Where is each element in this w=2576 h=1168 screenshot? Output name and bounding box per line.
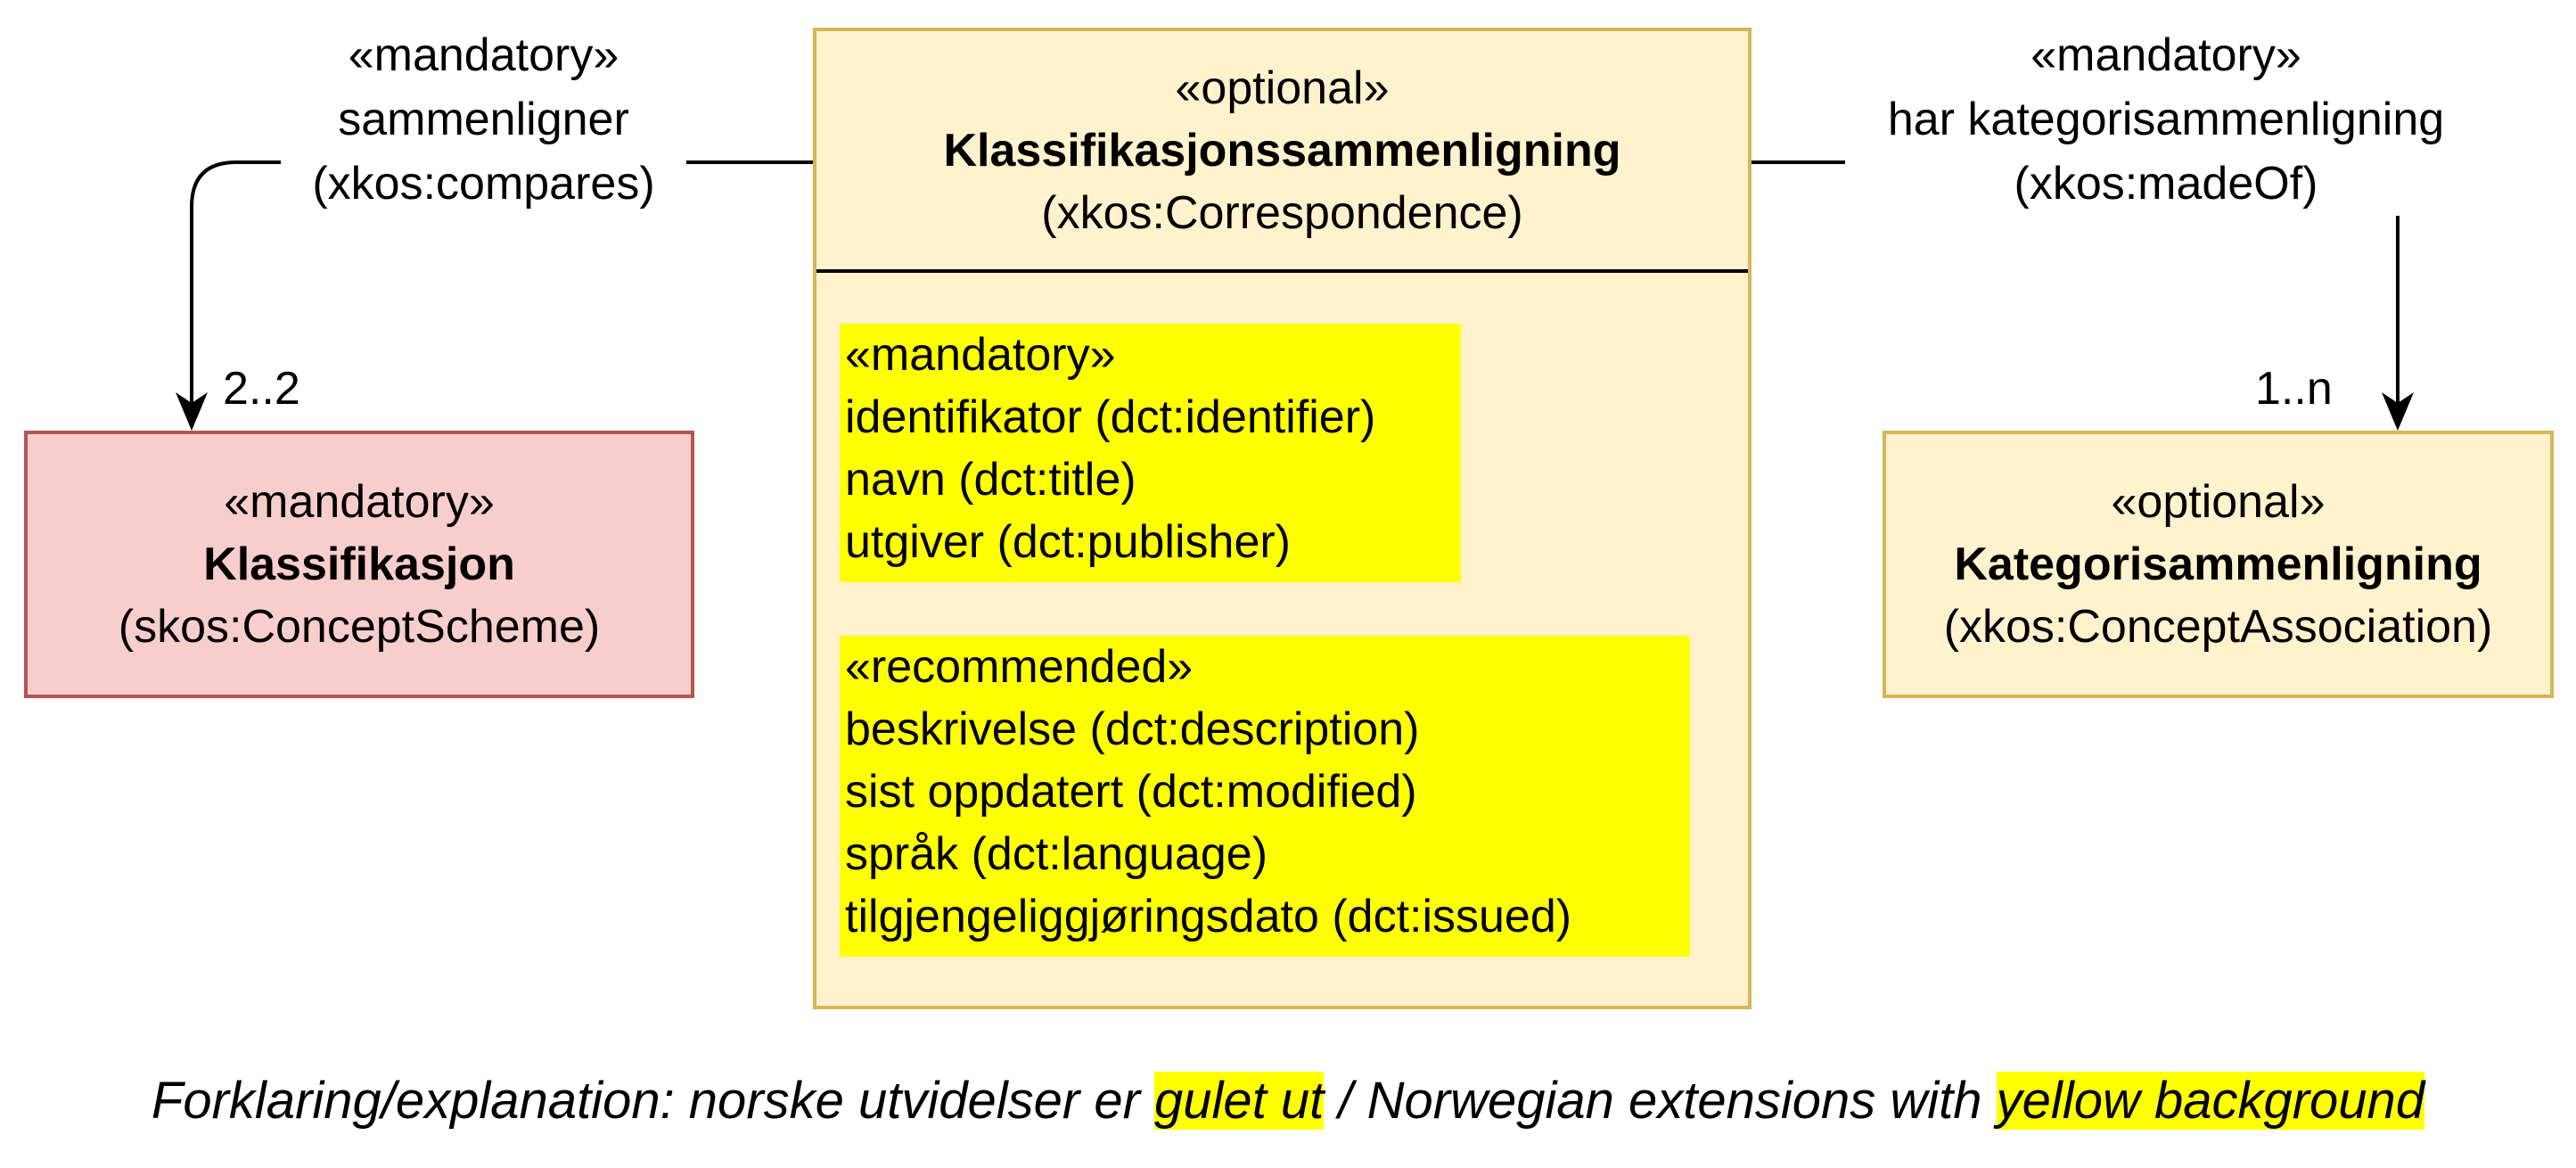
legend-highlight-norwegian: gulet ut (1154, 1072, 1325, 1130)
legend-prefix: Forklaring/explanation: norske utvidelse… (151, 1072, 1155, 1130)
mandatory-attributes-stereotype: «mandatory» (845, 329, 1116, 381)
correspondence-class: «optional» Klassifikasjonssammenligning … (813, 28, 1752, 1009)
correspondence-uri: (xkos:Correspondence) (1041, 187, 1523, 239)
mandatory-attributes: «mandatory» identifikator (dct:identifie… (840, 324, 1461, 582)
compares-uri: (xkos:compares) (312, 158, 655, 210)
legend: Forklaring/explanation: norske utvidelse… (0, 1067, 2576, 1135)
attribute-publisher: utgiver (dct:publisher) (845, 516, 1291, 568)
made-of-uri: (xkos:madeOf) (2014, 158, 2318, 210)
compares-multiplicity: 2..2 (223, 363, 300, 415)
compares-connector (190, 160, 813, 423)
correspondence-name: Klassifikasjonssammenligning (943, 125, 1621, 177)
compares-arrowhead (176, 392, 208, 431)
compares-label: «mandatory» sammenligner (xkos:compares) (281, 23, 686, 216)
attribute-identifier: identifikator (dct:identifier) (845, 391, 1376, 443)
correspondence-header: «optional» Klassifikasjonssammenligning … (816, 31, 1748, 270)
attribute-modified: sist oppdatert (dct:modified) (845, 766, 1417, 818)
concept-association-stereotype: «optional» (2111, 476, 2326, 528)
correspondence-stereotype: «optional» (1175, 62, 1390, 114)
class-divider (816, 269, 1748, 273)
attribute-language: språk (dct:language) (845, 828, 1268, 880)
classification-stereotype: «mandatory» (224, 476, 495, 528)
concept-association-name: Kategorisammenligning (1954, 539, 2482, 590)
made-of-arrowhead (2382, 392, 2414, 431)
legend-highlight-english: yellow background (1996, 1072, 2425, 1130)
classification-class: «mandatory» Klassifikasjon (skos:Concept… (24, 431, 694, 698)
recommended-attributes: «recommended» beskrivelse (dct:descripti… (840, 636, 1690, 957)
legend-middle: / Norwegian extensions with (1324, 1072, 1997, 1130)
classification-uri: (skos:ConceptScheme) (118, 601, 601, 653)
compares-stereotype: «mandatory» (348, 29, 619, 81)
attribute-issued: tilgjengeliggjøringsdato (dct:issued) (845, 891, 1572, 942)
concept-association-class: «optional» Kategorisammenligning (xkos:C… (1883, 431, 2554, 698)
compares-name: sammenligner (338, 94, 629, 145)
made-of-label: «mandatory» har kategorisammenligning (x… (1845, 23, 2487, 216)
made-of-multiplicity: 1..n (2255, 363, 2333, 415)
recommended-attributes-stereotype: «recommended» (845, 641, 1194, 693)
made-of-stereotype: «mandatory» (2030, 29, 2301, 81)
classification-name: Klassifikasjon (203, 539, 515, 590)
made-of-name: har kategorisammenligning (1887, 94, 2445, 145)
attribute-description: beskrivelse (dct:description) (845, 703, 1420, 755)
concept-association-uri: (xkos:ConceptAssociation) (1943, 601, 2493, 653)
attribute-title: navn (dct:title) (845, 454, 1136, 506)
